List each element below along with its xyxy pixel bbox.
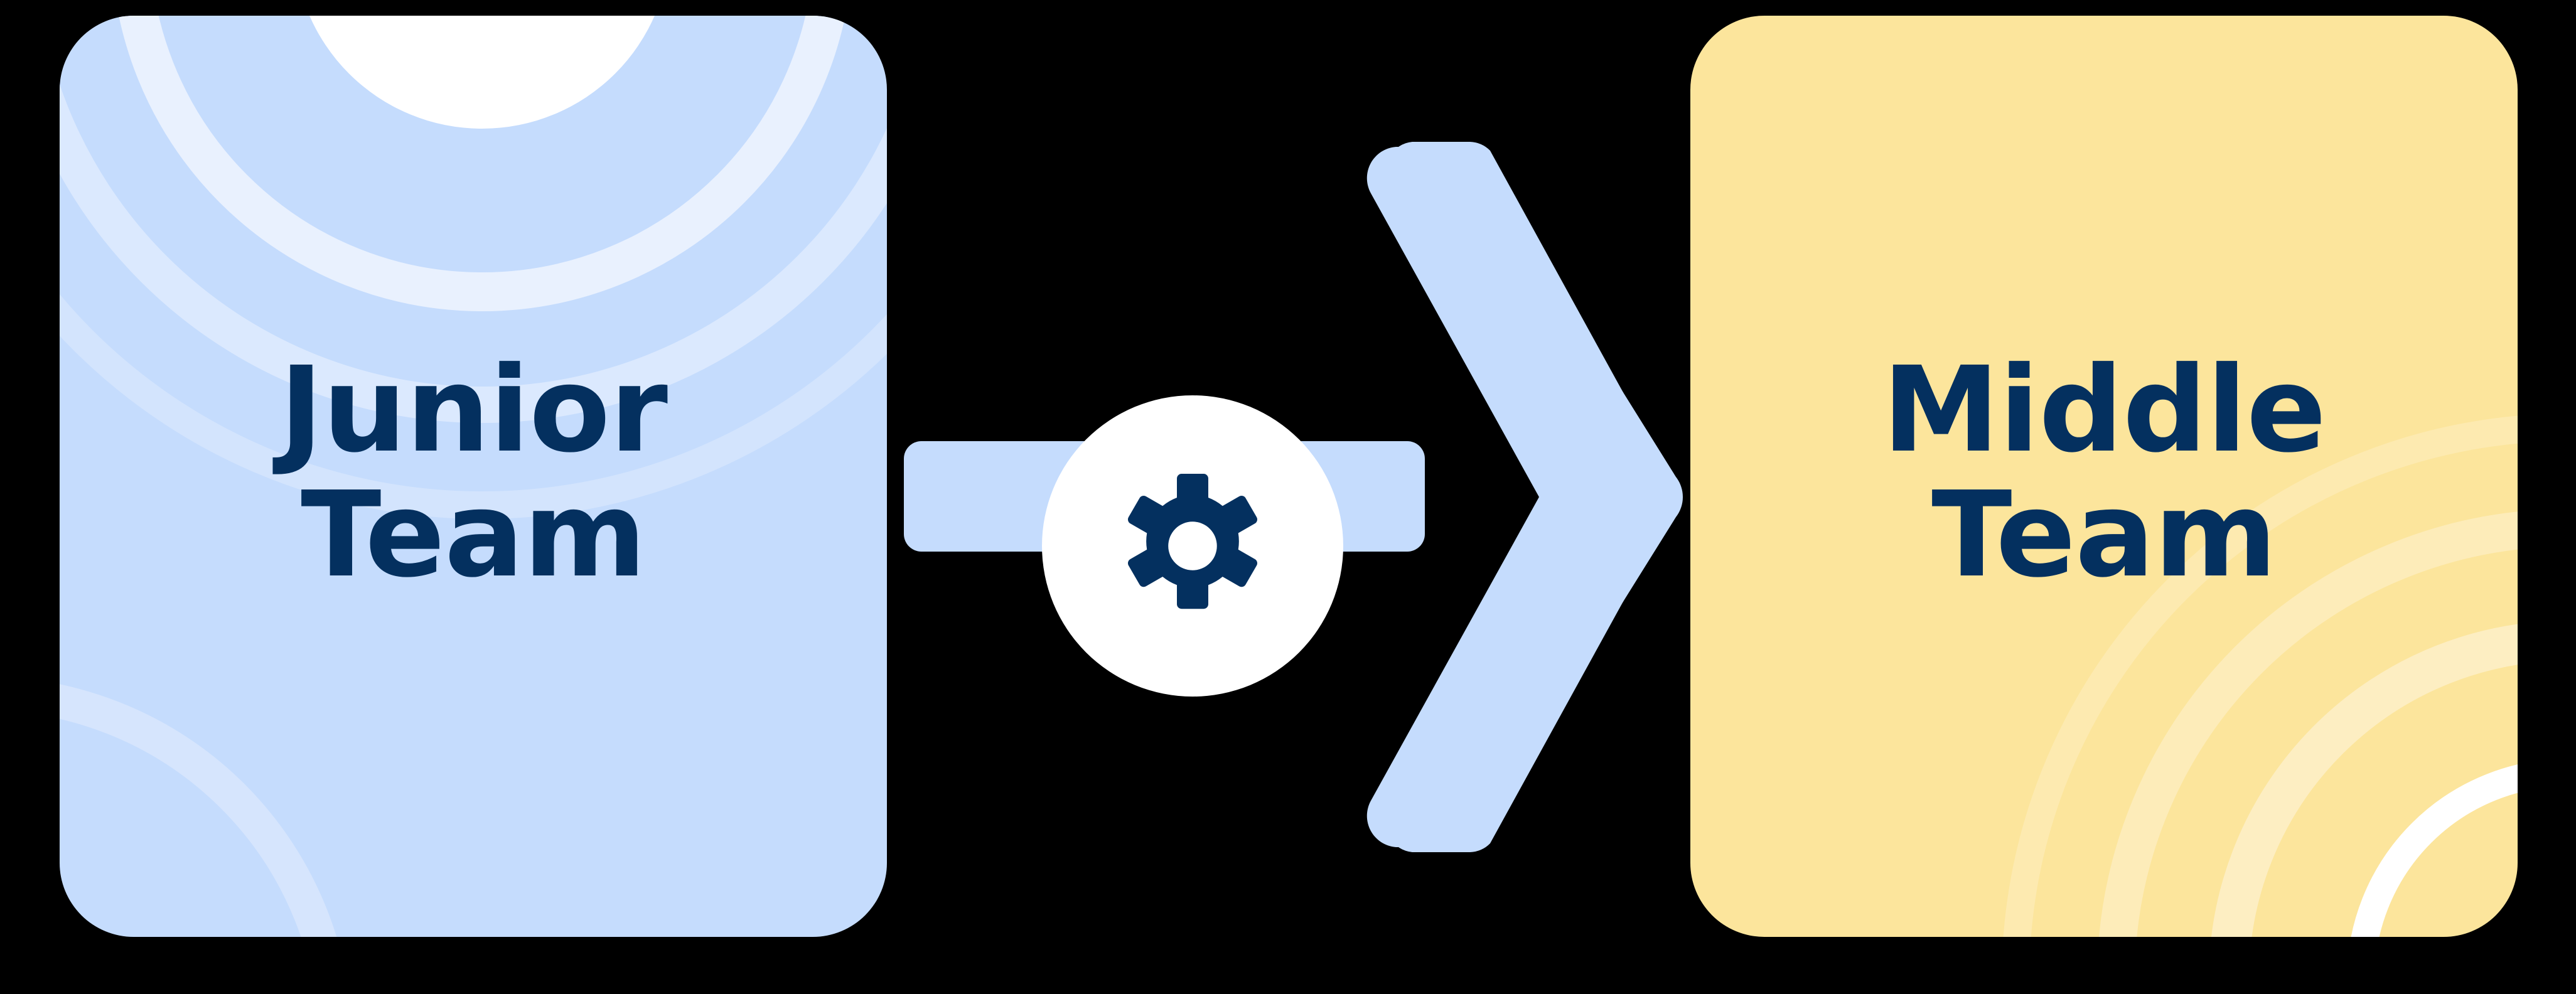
card-junior-team[interactable]: Junior Team: [60, 16, 887, 937]
card-junior-team-label: Junior Team: [279, 341, 668, 604]
gear-icon[interactable]: [1114, 468, 1271, 624]
gear-badge[interactable]: [1042, 395, 1343, 697]
card-middle-team[interactable]: Middle Team: [1690, 16, 2518, 937]
gear-badge-circle: [1042, 395, 1343, 697]
progression-arrow: [886, 100, 1690, 894]
card-middle-team-label: Middle Team: [1882, 341, 2327, 604]
